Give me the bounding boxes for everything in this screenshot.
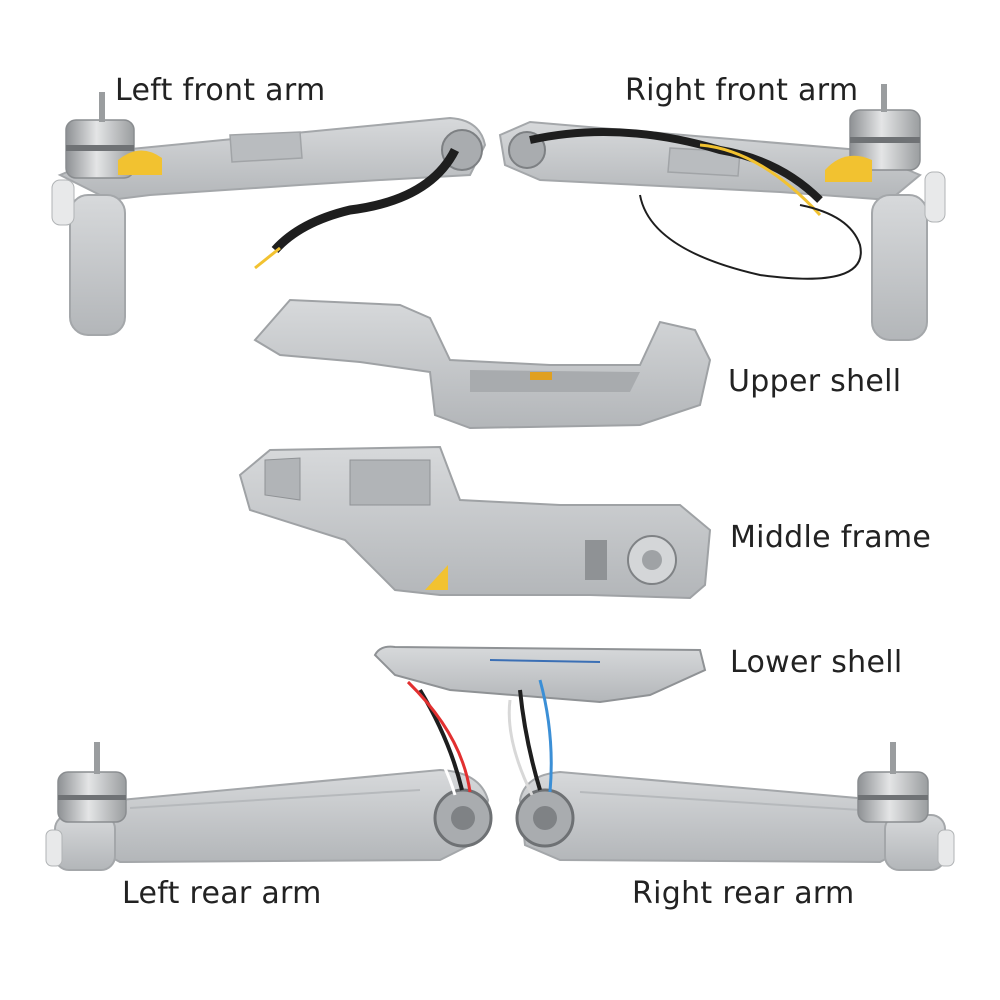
left-front-arm-part xyxy=(51,92,487,336)
middle-frame-part xyxy=(238,445,712,600)
label-lower-shell: Lower shell xyxy=(730,645,903,680)
right-rear-arm-part xyxy=(507,679,955,871)
label-right-front-arm: Right front arm xyxy=(625,73,859,108)
left-rear-arm-part xyxy=(45,680,493,871)
label-left-front-arm: Left front arm xyxy=(115,73,326,108)
upper-shell-part xyxy=(253,298,712,430)
label-left-rear-arm: Left rear arm xyxy=(122,876,322,911)
label-upper-shell: Upper shell xyxy=(728,364,902,399)
label-middle-frame: Middle frame xyxy=(730,520,932,555)
right-front-arm-part xyxy=(498,84,946,341)
lower-shell-part xyxy=(373,645,707,704)
label-right-rear-arm: Right rear arm xyxy=(632,876,855,911)
